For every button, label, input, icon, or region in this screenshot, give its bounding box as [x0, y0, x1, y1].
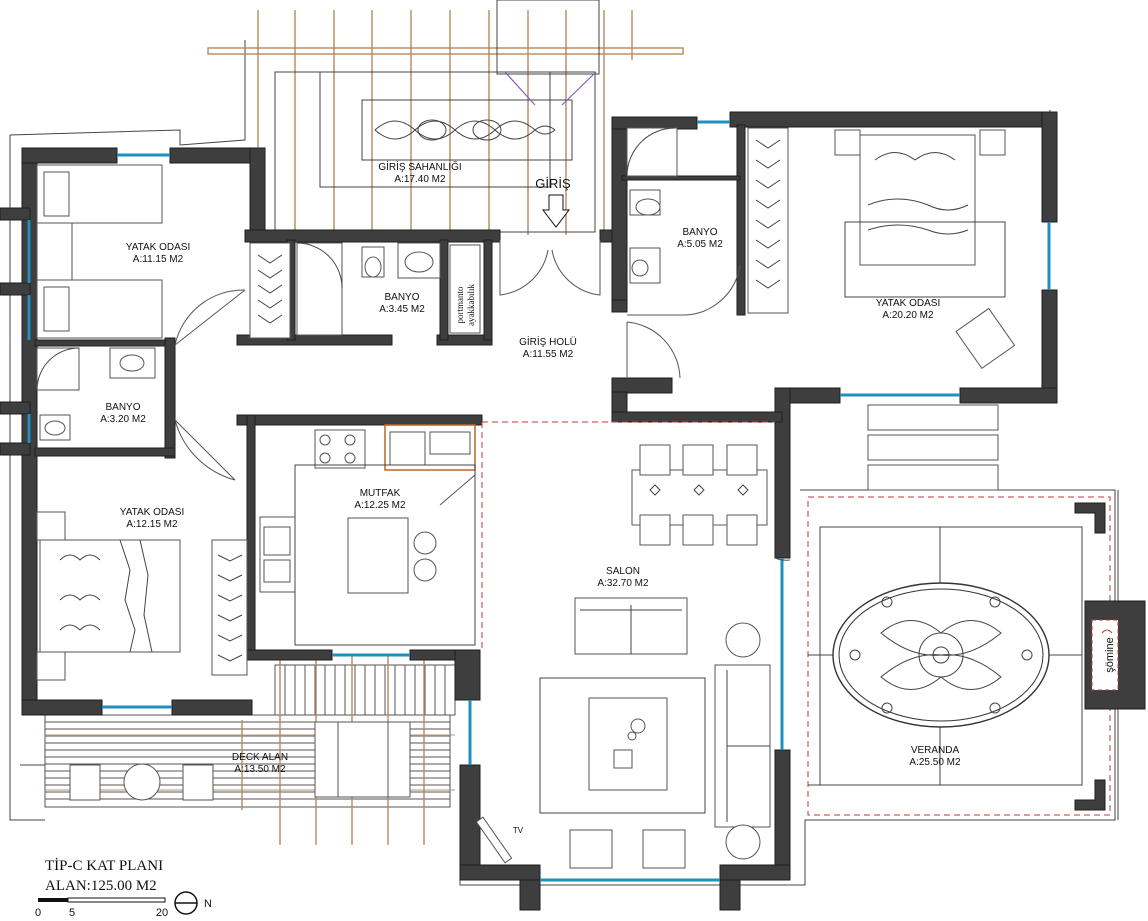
scale-tick-5: 5 [69, 907, 75, 919]
room-name-hall: GİRİŞ HOLÜ [519, 335, 577, 348]
scale-tick-0: 0 [35, 907, 41, 919]
deck-area [20, 655, 456, 845]
room-area-master-bedroom: A:20.20 M2 [882, 310, 934, 321]
kitchen-fixtures [259, 424, 476, 646]
loungers [867, 404, 999, 491]
veranda-area [807, 490, 1146, 820]
room-area-kitchen: A:12.25 M2 [354, 500, 406, 511]
room-area-bedroom-3: A:12.15 M2 [126, 519, 178, 530]
room-name-bath-3: BANYO [105, 402, 140, 413]
coat-rack-label-line2: ayakkabılık [466, 284, 476, 326]
room-area-bath-1: A:3.45 M2 [379, 304, 425, 315]
room-labels: GİRİŞ SAHANLIĞI A:17.40 M2 YATAK ODASI A… [100, 160, 961, 775]
room-name-entry-porch: GİRİŞ SAHANLIĞI [378, 160, 461, 173]
veranda-rug-motif [849, 596, 1033, 714]
room-name-deck: DECK ALAN [232, 752, 288, 763]
room-name-bedroom-1: YATAK ODASI [126, 242, 190, 253]
room-area-hall: A:11.55 M2 [523, 349, 574, 360]
living-furniture [475, 444, 771, 869]
walls [0, 111, 1058, 911]
room-name-kitchen: MUTFAK [360, 488, 401, 499]
bath-2-fixtures [626, 127, 678, 284]
room-area-veranda: A:25.50 M2 [909, 757, 961, 768]
room-area-bedroom-1: A:11.15 M2 [133, 254, 184, 265]
room-name-veranda: VERANDA [911, 745, 960, 756]
fireplace-label: şömine [1104, 637, 1116, 672]
tv-label: TV [513, 826, 524, 835]
scale-tick-20: 20 [156, 907, 168, 919]
bath-3-fixtures [36, 347, 156, 441]
room-area-bath-3: A:3.20 M2 [100, 414, 146, 425]
room-name-bath-1: BANYO [384, 292, 419, 303]
open-plan-lines [481, 421, 775, 650]
plan-title-block: TİP-C KAT PLANI ALAN:125.00 M2 0 5 20 N [35, 858, 212, 919]
entrance-label: GİRİŞ [535, 176, 571, 191]
room-name-living: SALON [606, 566, 640, 577]
bedroom-3-furniture [36, 511, 248, 681]
room-name-bedroom-3: YATAK ODASI [120, 507, 184, 518]
entrance-arrow [541, 194, 571, 228]
doors [174, 240, 791, 561]
misc-labels: GİRİŞ portmanto ayakkabılık şömine TV [455, 176, 1116, 835]
room-area-entry-porch: A:17.40 M2 [394, 174, 446, 185]
room-area-living: A:32.70 M2 [597, 578, 649, 589]
room-name-bath-2: BANYO [682, 227, 717, 238]
bedroom-1-furniture [36, 164, 291, 339]
plan-area: ALAN:125.00 M2 [45, 878, 157, 894]
windows [27, 120, 1051, 882]
north-arrow-icon: N [174, 891, 212, 915]
bath-1-fixtures [296, 242, 481, 336]
room-area-bath-2: A:5.05 M2 [677, 239, 723, 250]
coat-rack-label-line1: portmanto [455, 286, 465, 323]
scale-bar: 0 5 20 [35, 897, 168, 919]
plan-title: TİP-C KAT PLANI [45, 858, 163, 874]
north-label: N [204, 898, 212, 910]
room-name-master-bedroom: YATAK ODASI [876, 298, 940, 309]
entrance-pergola [207, 0, 684, 235]
room-area-deck: A:13.50 M2 [234, 764, 286, 775]
master-bedroom-furniture [747, 127, 1016, 370]
